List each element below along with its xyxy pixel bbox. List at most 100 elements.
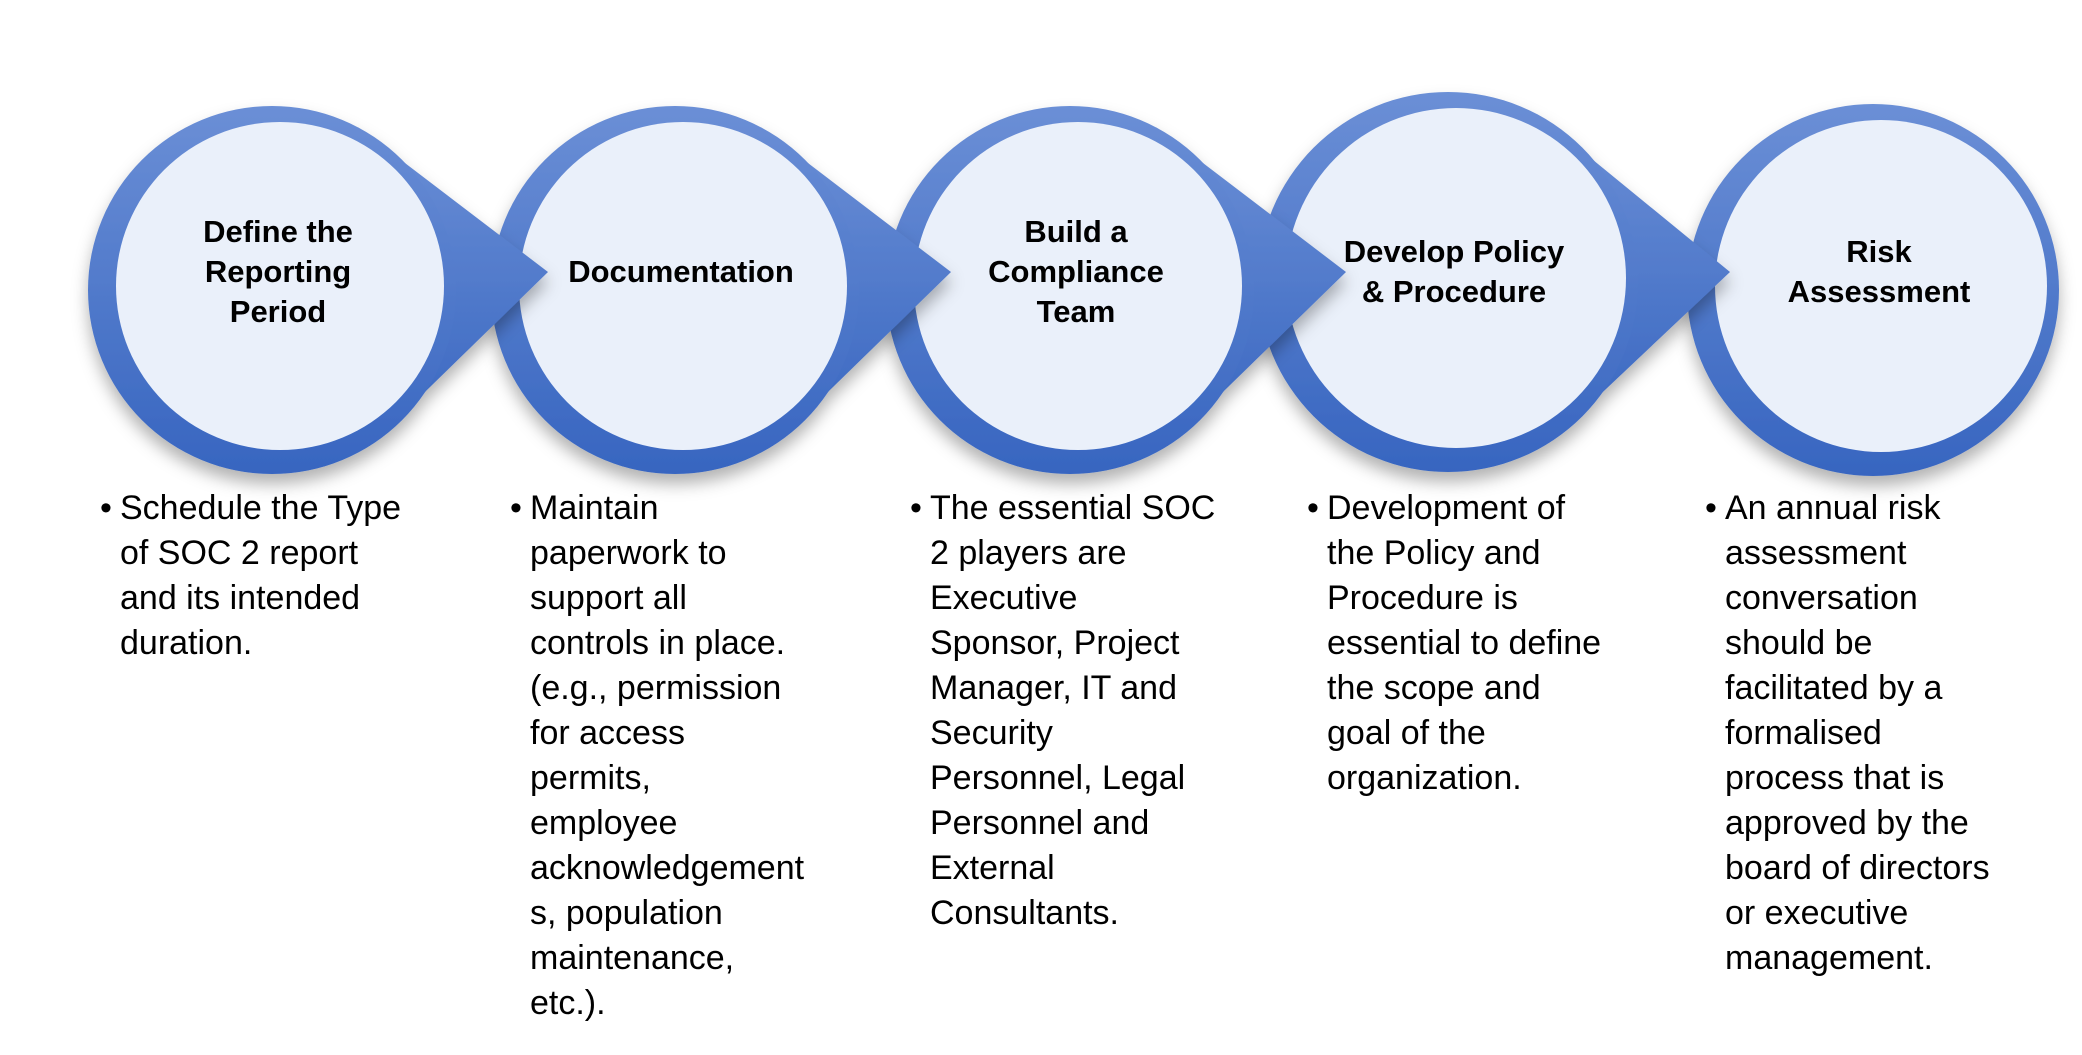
title-line: Documentation — [568, 254, 794, 289]
description-line: facilitated by a — [1705, 666, 2035, 711]
description-line: for access — [510, 711, 840, 756]
line-text: Personnel and — [930, 804, 1150, 842]
line-text: approved by the — [1725, 804, 1969, 842]
description-line: •Schedule the Type — [100, 486, 430, 531]
line-text: organization. — [1327, 759, 1522, 797]
description-line: Security — [910, 711, 1240, 756]
line-text: Sponsor, Project — [930, 624, 1180, 662]
circle-fill — [116, 122, 444, 450]
description-line: approved by the — [1705, 801, 2035, 846]
title-line: Risk — [1846, 234, 1912, 269]
step-shape-2 — [491, 106, 951, 474]
description-line: Consultants. — [910, 891, 1240, 936]
bullet-icon: • — [1705, 489, 1717, 527]
circle-fill — [1715, 120, 2047, 452]
circle-fill — [1286, 108, 1626, 448]
line-text: the Policy and — [1327, 534, 1541, 572]
description-line: maintenance, — [510, 936, 840, 981]
description-line: should be — [1705, 621, 2035, 666]
title-line: Reporting — [204, 254, 352, 289]
line-text: and its intended — [120, 579, 361, 617]
description-line: •Development of — [1307, 486, 1637, 531]
step-shape-4 — [1258, 92, 1730, 472]
line-text: Security — [930, 714, 1053, 752]
step-title-4: Develop Policy& Procedure — [1289, 232, 1619, 312]
title-line: Team — [1036, 294, 1116, 329]
description-line: conversation — [1705, 576, 2035, 621]
description-line: organization. — [1307, 756, 1637, 801]
description-line: External — [910, 846, 1240, 891]
description-line: the scope and — [1307, 666, 1637, 711]
line-text: or executive — [1725, 894, 1909, 932]
circle-fill — [519, 122, 847, 450]
line-text: the scope and — [1327, 669, 1541, 707]
description-line: and its intended — [100, 576, 430, 621]
description-line: Sponsor, Project — [910, 621, 1240, 666]
line-text: should be — [1725, 624, 1873, 662]
description-line: formalised — [1705, 711, 2035, 756]
description-line: employee — [510, 801, 840, 846]
line-text: 2 players are — [930, 534, 1127, 572]
description-line: or executive — [1705, 891, 2035, 936]
title-line: Build a — [1024, 214, 1128, 249]
title-line: Define the — [203, 214, 353, 249]
line-text: s, population — [530, 894, 723, 932]
line-text: Procedure is — [1327, 579, 1518, 617]
description-line: Procedure is — [1307, 576, 1637, 621]
line-text: Executive — [930, 579, 1078, 617]
description-line: •An annual risk — [1705, 486, 2035, 531]
description-line: s, population — [510, 891, 840, 936]
line-text: goal of the — [1327, 714, 1486, 752]
description-line: acknowledgement — [510, 846, 840, 891]
line-text: acknowledgement — [530, 849, 805, 887]
bullet-icon: • — [100, 489, 112, 527]
line-text: board of directors — [1725, 849, 1990, 887]
line-text: etc.). — [530, 984, 606, 1022]
step-shape-1 — [88, 106, 548, 474]
line-text: Personnel, Legal — [930, 759, 1186, 797]
circle-fill — [914, 122, 1242, 450]
line-text: maintenance, — [530, 939, 735, 977]
description-line: essential to define — [1307, 621, 1637, 666]
bullet-icon: • — [510, 489, 522, 527]
step-shape-5 — [1687, 104, 2059, 476]
line-text: formalised — [1725, 714, 1882, 752]
title-line: Period — [229, 294, 327, 329]
title-line: Assessment — [1787, 274, 1971, 309]
line-text: controls in place. — [530, 624, 786, 662]
line-text: External — [930, 849, 1055, 887]
line-text: An annual risk — [1725, 489, 1941, 527]
line-text: support all — [530, 579, 687, 617]
step-title-2: Documentation — [516, 252, 846, 292]
description-line: Personnel and — [910, 801, 1240, 846]
line-text: employee — [530, 804, 678, 842]
line-text: Schedule the Type — [120, 489, 402, 527]
description-line: etc.). — [510, 981, 840, 1026]
description-line: goal of the — [1307, 711, 1637, 756]
title-line: Compliance — [988, 254, 1164, 289]
description-line: •Maintain — [510, 486, 840, 531]
description-line: 2 players are — [910, 531, 1240, 576]
description-line: •The essential SOC — [910, 486, 1240, 531]
description-line: the Policy and — [1307, 531, 1637, 576]
description-line: Personnel, Legal — [910, 756, 1240, 801]
line-text: assessment — [1725, 534, 1907, 572]
description-line: Manager, IT and — [910, 666, 1240, 711]
step-shape-3 — [886, 106, 1346, 474]
line-text: Manager, IT and — [930, 669, 1177, 707]
bullet-icon: • — [910, 489, 922, 527]
line-text: for access — [530, 714, 685, 752]
line-text: permits, — [530, 759, 651, 797]
description-line: paperwork to — [510, 531, 840, 576]
line-text: Consultants. — [930, 894, 1119, 932]
bullet-icon: • — [1307, 489, 1319, 527]
description-line: permits, — [510, 756, 840, 801]
line-text: facilitated by a — [1725, 669, 1943, 707]
title-line: Develop Policy — [1343, 234, 1565, 269]
